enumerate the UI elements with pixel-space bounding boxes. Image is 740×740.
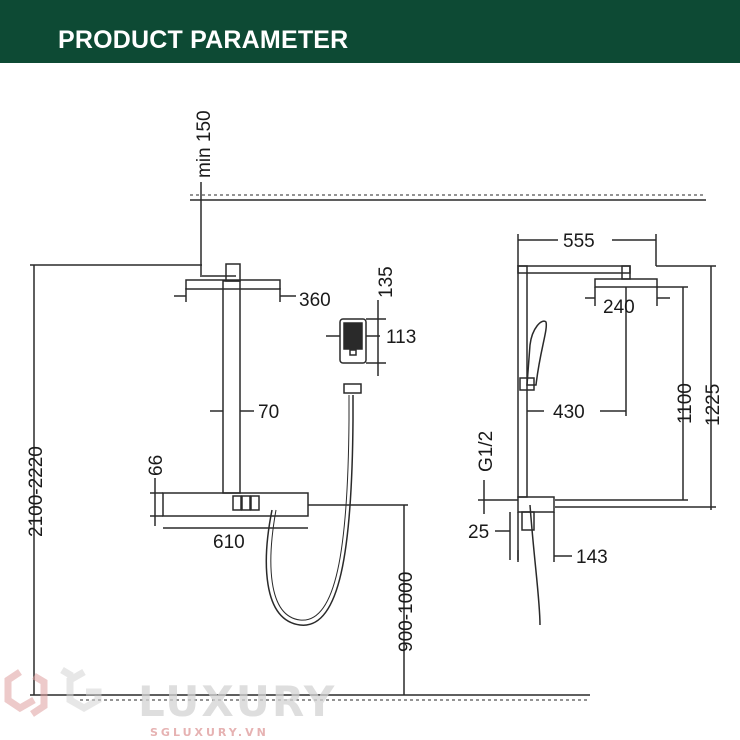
valve-button-3 <box>250 495 260 511</box>
shower-hose <box>265 395 354 626</box>
page-title: PRODUCT PARAMETER <box>58 26 349 54</box>
label-135: 135 <box>376 266 397 298</box>
label-25: 25 <box>468 522 489 543</box>
label-install-height: 900-1000 <box>396 572 417 652</box>
label-610: 610 <box>213 532 245 553</box>
label-1225: 1225 <box>703 384 724 426</box>
head-elbow <box>225 263 241 282</box>
label-430: 430 <box>553 402 585 423</box>
label-70: 70 <box>258 402 279 423</box>
slide-clamp-side <box>519 377 535 391</box>
label-113: 113 <box>386 327 416 348</box>
label-143: 143 <box>576 547 608 568</box>
hose-side <box>529 504 541 626</box>
rain-head-front <box>185 279 281 290</box>
watermark-brand: LUXURY <box>138 677 336 726</box>
label-66: 66 <box>146 455 167 476</box>
valve-button-1 <box>232 495 242 511</box>
label-g12: G1/2 <box>476 431 497 472</box>
shower-arm-side <box>517 265 631 274</box>
handset-side <box>526 320 548 386</box>
label-360: 360 <box>299 290 331 311</box>
label-1100: 1100 <box>675 383 696 424</box>
shower-hose-inner <box>270 395 350 621</box>
label-total-height: 2100-2220 <box>26 446 47 537</box>
hose-clamp <box>343 383 362 394</box>
label-min150: min 150 <box>194 110 215 178</box>
label-240: 240 <box>603 297 635 318</box>
label-555: 555 <box>563 231 595 252</box>
valve-knob-side <box>521 511 535 531</box>
valve-button-2 <box>241 495 251 511</box>
handset-button <box>349 349 357 356</box>
watermark-site: SGLUXURY.VN <box>150 726 269 739</box>
rain-head-side <box>594 278 658 288</box>
header-banner: PRODUCT PARAMETER <box>0 0 740 63</box>
riser-pipe-front <box>222 280 241 494</box>
handset-face <box>343 322 363 350</box>
valve-body-side <box>517 496 555 513</box>
handset-front <box>339 318 367 364</box>
sg-logo-icon <box>4 666 102 717</box>
